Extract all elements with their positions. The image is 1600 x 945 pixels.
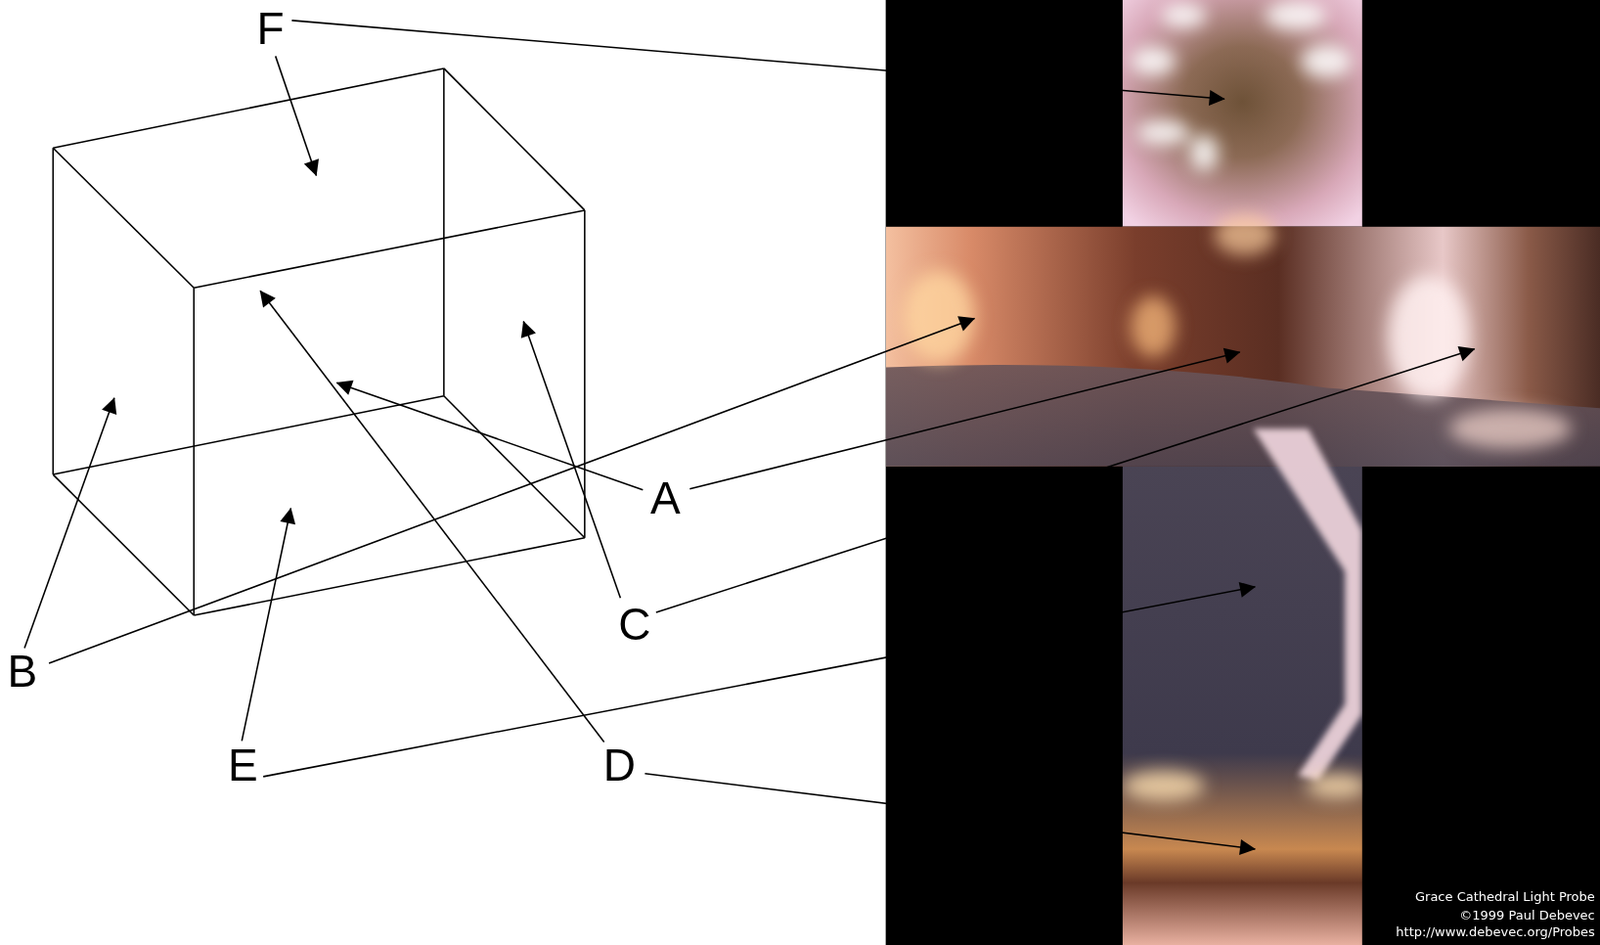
callout-letter: A bbox=[650, 475, 681, 521]
image-credit: Grace Cathedral Light Probe bbox=[1415, 888, 1596, 902]
leader-arrow bbox=[291, 20, 1225, 99]
image-background bbox=[886, 0, 1600, 945]
image-credit: ©1999 Paul Debevec bbox=[1459, 907, 1596, 921]
callout-letter: C bbox=[618, 601, 651, 647]
leader-lines bbox=[24, 20, 1475, 849]
leader-arrow bbox=[48, 317, 975, 664]
callout-letter: F bbox=[256, 5, 284, 51]
image-credit: http://www.debevec.org/Probes bbox=[1395, 925, 1595, 938]
callout-letter: E bbox=[227, 742, 259, 788]
leader-arrow bbox=[336, 382, 643, 490]
light-probe-image bbox=[886, 0, 1600, 945]
callout-letter: B bbox=[7, 648, 39, 694]
leader-arrow bbox=[644, 773, 1255, 849]
leader-arrow bbox=[689, 352, 1240, 489]
leader-arrow bbox=[260, 290, 605, 742]
leader-arrow bbox=[263, 586, 1255, 777]
leader-arrow bbox=[523, 321, 621, 599]
callout-letter: D bbox=[603, 742, 636, 788]
leader-arrow bbox=[24, 398, 115, 649]
cube-wireframe bbox=[52, 68, 585, 616]
leader-arrow bbox=[656, 349, 1475, 613]
leader-arrow bbox=[275, 55, 317, 176]
leader-arrow bbox=[241, 508, 291, 742]
